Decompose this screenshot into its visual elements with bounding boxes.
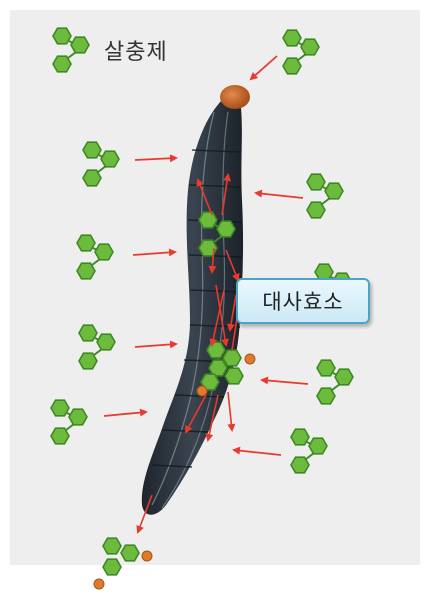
- metabolic-enzyme-label: 대사효소: [262, 286, 343, 316]
- legend-insecticide-label: 살충제: [104, 34, 168, 66]
- larva-head: [220, 85, 250, 109]
- metabolic-enzyme-box: 대사효소: [236, 278, 370, 324]
